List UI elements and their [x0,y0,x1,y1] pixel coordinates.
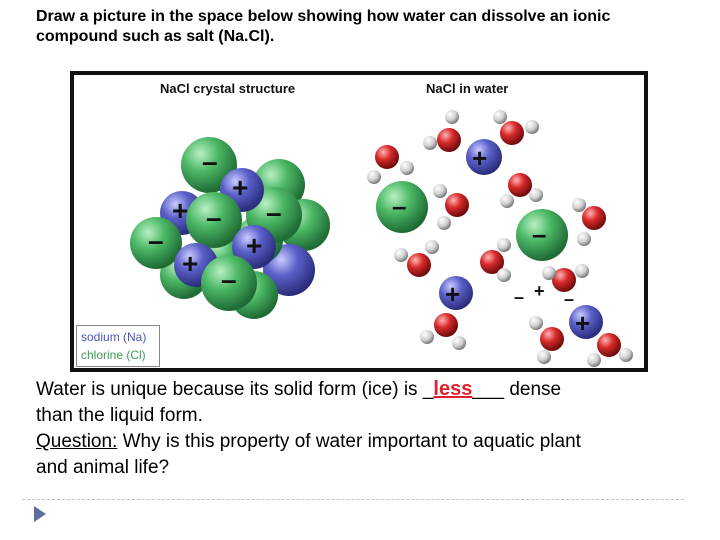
water-molecules [367,110,633,367]
prompt-heading: Draw a picture in the space below showin… [36,7,696,47]
nacl-illustration: – + + – – + – + – [130,81,633,367]
solution-ions [376,139,603,339]
svg-text:–: – [206,202,222,233]
svg-text:+: + [445,279,460,309]
solution-charges: – – + + + – + – [392,143,590,338]
svg-text:+: + [534,281,545,301]
svg-text:+: + [182,248,198,279]
question-label: Question: [36,431,118,452]
fill-in-sentence: Water is unique because its solid form (… [36,376,686,403]
lattice-charges: – + + – – + – + – [148,146,282,295]
crystal-lattice [130,137,330,319]
svg-text:–: – [392,191,406,221]
svg-text:–: – [202,146,218,177]
body-text: Water is unique because its solid form (… [36,376,686,481]
nacl-in-water-title: NaCl in water [426,81,508,96]
legend-chlorine: chlorine (Cl) [81,348,146,362]
svg-text:+: + [232,172,248,203]
blank-prefix: _ [422,379,434,400]
nacl-figure-canvas: – + + – – + – + – [74,75,644,368]
prompt-line-1: Draw a picture in the space below showin… [36,8,611,25]
nacl-figure: – + + – – + – + – [70,71,648,372]
blank-suffix: ___ [472,379,505,400]
svg-text:+: + [172,195,188,226]
svg-text:+: + [575,308,590,338]
prompt-line-2: compound such as salt (Na.Cl). [36,28,275,45]
slide-divider [22,499,684,500]
figure-legend: sodium (Na) chlorine (Cl) [76,325,160,367]
question: Question: Why is this property of water … [36,429,686,455]
sentence-end: dense [504,379,562,400]
svg-text:–: – [266,197,282,228]
question-text: Why is this property of water important … [117,431,581,452]
svg-text:+: + [246,230,262,261]
answer-less: less [433,378,473,400]
slide-bullet-icon [34,506,46,522]
svg-text:–: – [221,264,237,295]
sentence-line-2: than the liquid form. [36,405,203,426]
question-line-2: and animal life? [36,457,170,478]
crystal-structure-title: NaCl crystal structure [160,81,295,96]
sentence-start: Water is unique because its solid form (… [36,379,423,400]
svg-text:–: – [148,225,164,256]
svg-text:–: – [514,287,524,307]
legend-sodium: sodium (Na) [81,330,147,344]
svg-text:–: – [532,219,546,249]
svg-text:–: – [564,289,574,309]
svg-text:+: + [472,143,487,173]
